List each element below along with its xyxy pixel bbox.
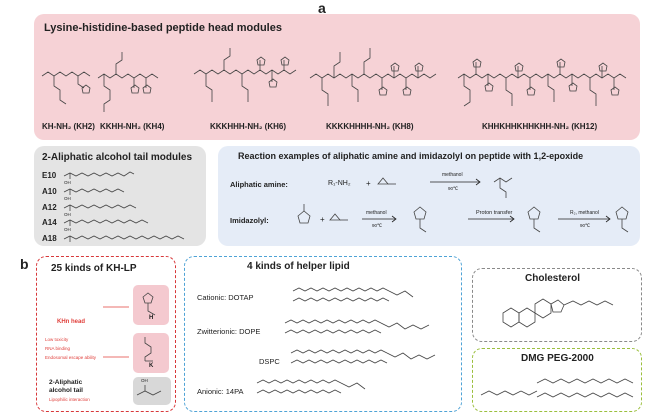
tail-label-line2: alcohol tail <box>49 387 83 394</box>
cholesterol-box: Cholesterol <box>472 268 642 342</box>
histidine-structure <box>142 292 156 316</box>
lipid-label-dspc: DSPC <box>259 357 280 366</box>
peptide-kh6-structure <box>193 48 297 102</box>
peptide-structures <box>41 48 627 112</box>
peptide-kh12-structure <box>457 58 627 107</box>
cholesterol-title: Cholesterol <box>525 273 581 284</box>
peptide-label-kh8: KKKKHHHH-NH₂ (KH8) <box>326 122 414 131</box>
imidazolyl-condition3-bottom: 90℃ <box>580 223 591 228</box>
head-label: KHn head <box>57 319 86 325</box>
head-note-3: Endosomal escape ability <box>45 355 97 360</box>
imidazolyl-condition1-bottom: 90℃ <box>372 223 383 228</box>
proton-transfer-label: Proton transfer <box>476 210 513 216</box>
tail-label-a10: A10 <box>42 187 57 196</box>
aliphatic-amine-reactant: R₁-NH₂ <box>328 180 351 187</box>
panel-b-label: b <box>20 256 29 272</box>
tail-oh-1: OH <box>64 180 71 185</box>
tail-note: Lipophilic interaction <box>49 397 90 402</box>
lipid-label-14pa: Anionic: 14PA <box>197 387 244 396</box>
reaction-schemes <box>297 177 629 233</box>
aliphatic-plus: + <box>366 179 371 188</box>
panel-a-label: a <box>318 0 326 16</box>
peptide-kh8-structure <box>309 48 437 106</box>
peptide-label-kh6: KKKHHH-NH₂ (KH6) <box>210 122 286 131</box>
khlp-title: 25 kinds of KH-LP <box>51 263 137 274</box>
tail-fragment-structure <box>136 385 162 396</box>
reaction-title: Reaction examples of aliphatic amine and… <box>238 151 584 161</box>
residue-k-label: K <box>149 363 154 369</box>
peptide-label-kh12: KHHKHHKHHKHH-NH₂ (KH12) <box>482 122 598 131</box>
dmg-peg-structure <box>480 378 634 398</box>
lysine-structure <box>144 337 153 362</box>
dmg-peg-title: DMG PEG-2000 <box>521 353 594 364</box>
helper-lipid-structures <box>256 287 436 394</box>
head-note-2: RNA binding <box>45 346 71 351</box>
peptide-label-kh2: KH-NH₂ (KH2) <box>42 122 95 131</box>
tail-label-a14: A14 <box>42 218 57 227</box>
dmg-peg-box: DMG PEG-2000 <box>472 348 642 412</box>
tail-modules-box: 2-Aliphatic alcohol tail modules E10 A10… <box>34 146 206 246</box>
head-modules-box: Lysine-histidine-based peptide head modu… <box>34 14 640 140</box>
peptide-label-kh4: KKHH-NH₂ (KH4) <box>100 122 165 131</box>
lipid-label-dope: Zwitterionic: DOPE <box>197 327 261 336</box>
tail-oh-3: OH <box>64 212 71 217</box>
residue-h-label: H <box>149 315 154 321</box>
tail-label-a18: A18 <box>42 234 57 243</box>
tail-oh-2: OH <box>64 196 71 201</box>
tail-label-e10: E10 <box>42 171 57 180</box>
head-modules-title: Lysine-histidine-based peptide head modu… <box>44 22 282 34</box>
aliphatic-condition-top: methanol <box>442 172 463 178</box>
peptide-kh2-structure <box>41 71 91 105</box>
tail-modules-title: 2-Aliphatic alcohol tail modules <box>42 152 193 163</box>
aliphatic-amine-label: Aliphatic amine: <box>230 180 288 189</box>
reaction-box: Reaction examples of aliphatic amine and… <box>218 146 640 246</box>
tail-oh-4: OH <box>64 227 71 232</box>
tail-fragment-oh: OH <box>141 378 148 383</box>
cholesterol-structure <box>502 298 614 328</box>
lipid-label-dotap: Cationic: DOTAP <box>197 293 254 302</box>
residue-k-box: K <box>133 333 169 373</box>
helper-lipid-box: 4 kinds of helper lipid Cationic: DOTAP … <box>184 256 462 412</box>
imidazolyl-plus: + <box>320 215 325 224</box>
imidazolyl-label: Imidazolyl: <box>230 216 269 225</box>
tail-gray-box: OH <box>133 377 171 405</box>
residue-h-box: H <box>133 285 169 325</box>
helper-lipid-title: 4 kinds of helper lipid <box>247 261 350 272</box>
imidazolyl-condition3-top: R₂, methanol <box>570 210 599 216</box>
tail-structures <box>63 171 185 242</box>
imidazolyl-condition1-top: methanol <box>366 210 387 216</box>
peptide-kh4-structure <box>97 52 159 112</box>
tail-label-a12: A12 <box>42 203 57 212</box>
head-bracket <box>103 306 129 358</box>
head-note-1: Low toxicity <box>45 337 69 342</box>
tail-label-line1: 2-Aliphatic <box>49 379 83 386</box>
khlp-box: 25 kinds of KH-LP KHn head Low toxicity … <box>36 256 176 412</box>
aliphatic-condition-bottom: 90℃ <box>448 186 459 191</box>
